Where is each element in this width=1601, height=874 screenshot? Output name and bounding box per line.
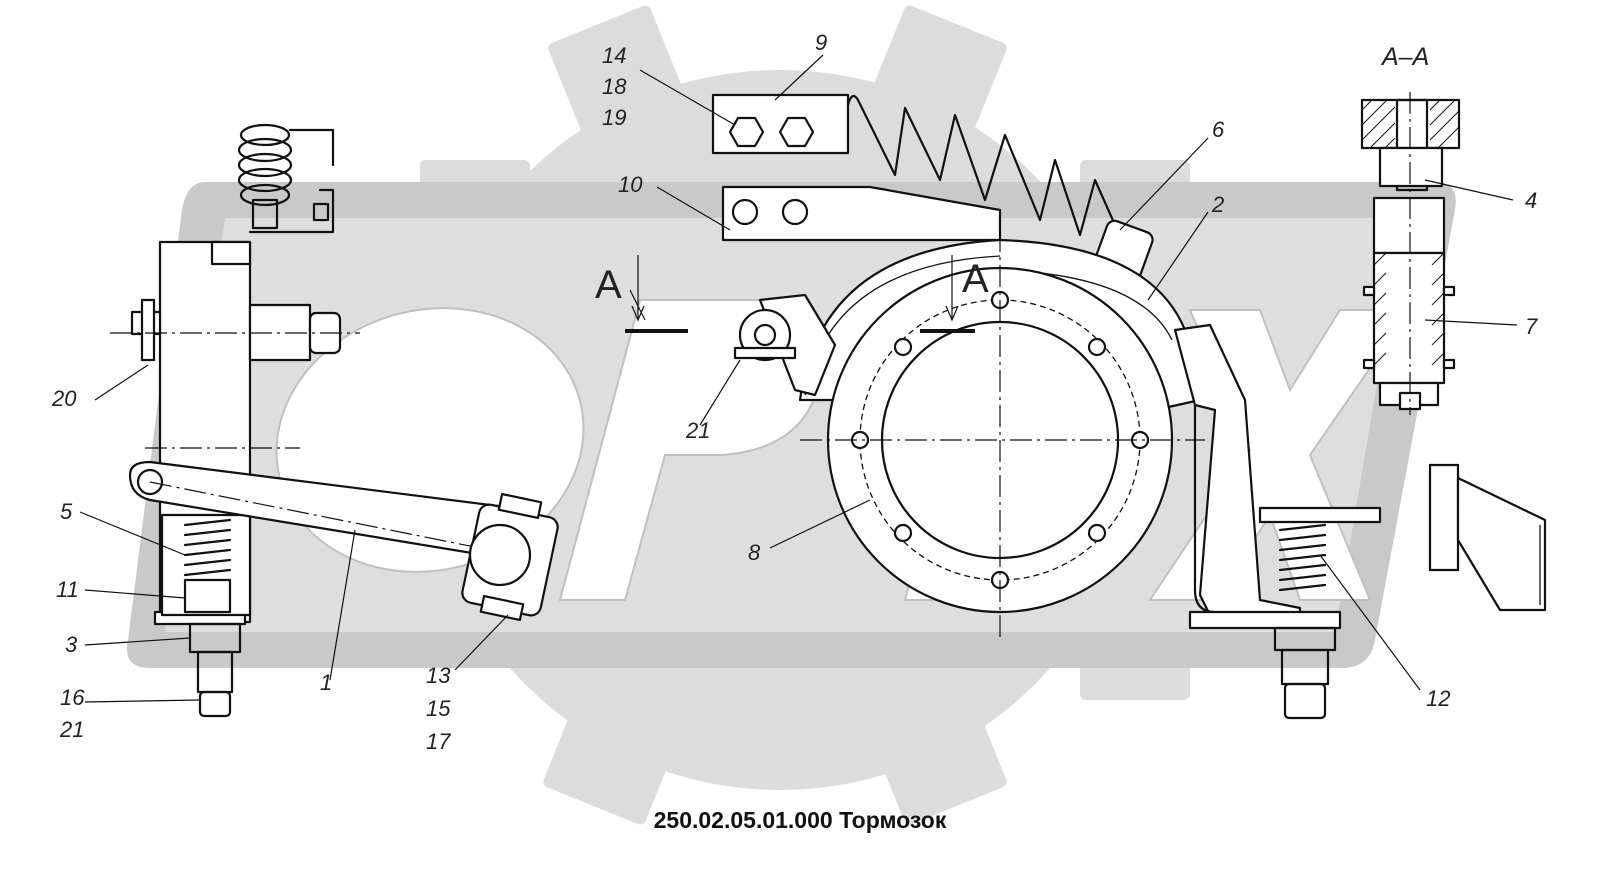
callout-10: 10 [618, 172, 643, 197]
callout-16: 16 [60, 685, 85, 710]
callout-1: 1 [320, 670, 332, 695]
callout-8: 8 [748, 540, 761, 565]
callout-20: 20 [51, 386, 77, 411]
callout-3: 3 [65, 632, 78, 657]
callout-6: 6 [1212, 117, 1225, 142]
callout-18: 18 [602, 74, 627, 99]
callout-14: 14 [602, 43, 626, 68]
callout-5: 5 [60, 499, 73, 524]
section-title-aa: А–А [1380, 43, 1429, 71]
callout-12: 12 [1426, 686, 1450, 711]
callout-9: 9 [815, 30, 827, 55]
brake-lever [128, 460, 559, 622]
callout-21-low: 21 [59, 717, 84, 742]
section-letter-a-right: А [962, 257, 989, 301]
callout-17: 17 [426, 729, 451, 754]
callout-15: 15 [426, 696, 451, 721]
drawing-title: 250.02.05.01.000 Тормозок [654, 807, 947, 833]
section-markers [625, 255, 975, 333]
callout-13: 13 [426, 663, 451, 688]
leader-lines [79, 54, 1518, 703]
callout-2: 2 [1211, 192, 1224, 217]
callouts: 14 18 19 9 10 6 2 4 7 20 21 5 8 11 3 16 … [51, 30, 1538, 754]
left-bracket [110, 123, 360, 718]
callout-7: 7 [1525, 314, 1538, 339]
section-letter-a-left: А [595, 263, 622, 307]
callout-19: 19 [602, 105, 626, 130]
callout-4: 4 [1525, 188, 1537, 213]
brake-drum [733, 230, 1205, 640]
callout-11: 11 [56, 577, 79, 602]
section-aa [1360, 92, 1461, 415]
right-bracket [1173, 323, 1547, 720]
callout-21-mid: 21 [685, 418, 710, 443]
